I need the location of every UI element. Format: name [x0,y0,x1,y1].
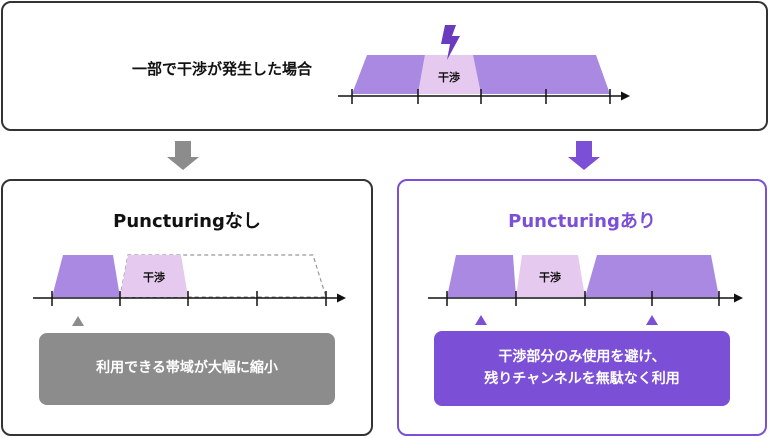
down-arrow-purple [568,141,600,170]
with-puncturing-title: Puncturingあり [508,211,656,232]
scenario-label: 一部で干渉が発生した場合 [132,60,313,78]
without-puncturing-caption: 利用できる帯域が大幅に縮小 [39,333,335,405]
with-puncturing-caption: 干渉部分のみ使用を避け、 残りチャンネルを無駄なく利用 [434,331,730,406]
scenario-box [1,1,768,131]
down-arrow-gray [167,141,199,170]
without-puncturing-title: Puncturingなし [113,211,261,232]
